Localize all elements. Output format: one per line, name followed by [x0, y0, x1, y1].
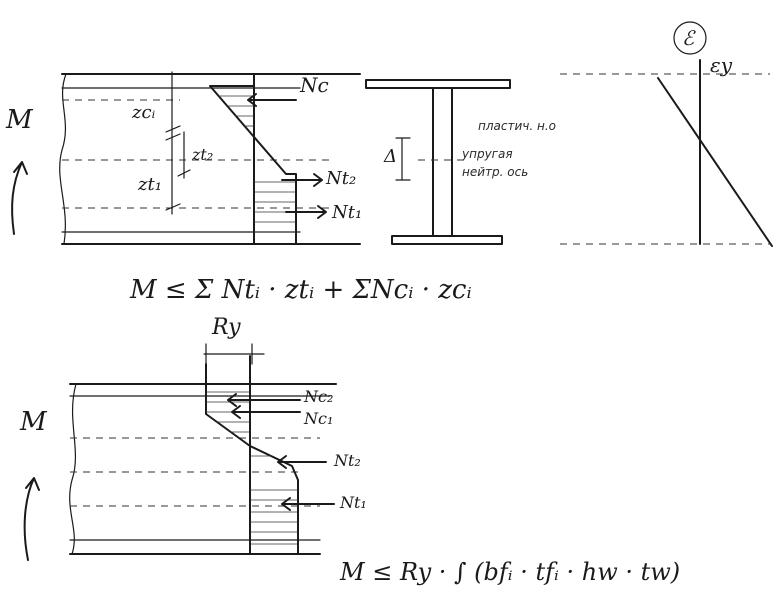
label-nt2: Nt₂: [325, 168, 356, 189]
arrow-nt1: [285, 205, 327, 219]
bottom-stress-profile: [205, 363, 299, 555]
top-compression-hatch: [218, 95, 254, 127]
arrow-nc: [247, 93, 297, 107]
strain-line: [657, 77, 773, 247]
bottom-beam-break-line: [69, 383, 77, 555]
bottom-force-arrows: [227, 393, 335, 511]
corner-mark-circle: [673, 21, 707, 55]
zt2-tick: [177, 169, 191, 177]
delta-label: Δ: [383, 146, 397, 167]
top-lever-arms: [165, 71, 191, 215]
top-beam-stress-diagram: M Nc Nt₂ Nt₁ zcᵢ zt₂ zt₁: [5, 71, 362, 245]
label-nc1: Nc₁: [303, 409, 333, 428]
bottom-formula: M ≤ Ry · ∫ (bfᵢ · tfᵢ · hw · tw): [339, 558, 680, 586]
label-nt1: Nt₁: [331, 202, 362, 223]
i-section-web: [432, 87, 453, 237]
arrow-nt2-bottom: [277, 455, 327, 469]
delta-dimension: [395, 137, 411, 181]
bottom-moment-label: M: [19, 407, 48, 437]
top-force-arrows: [247, 93, 327, 219]
arrow-nt2: [281, 173, 323, 187]
arrow-nc1: [231, 405, 301, 419]
top-stress-profile: [209, 85, 297, 245]
zc-ticks: [165, 125, 181, 141]
top-tension-hatch: [254, 181, 296, 233]
ry-dimension: [203, 343, 265, 365]
bottom-moment-arrow: [23, 477, 40, 561]
note-neutral-axis: нейтр. ось: [462, 165, 528, 179]
strain-label: εy: [710, 53, 733, 77]
label-nt1-bottom: Nt₁: [339, 493, 367, 512]
note-plastic-axis: пластич. н.о: [478, 119, 556, 133]
top-moment-arrow: [11, 161, 28, 235]
corner-mark: ℰ: [682, 26, 696, 50]
label-zt2: zt₂: [191, 145, 213, 164]
i-section: Δ пластич. н.о упругая нейтр. ось: [365, 79, 556, 245]
arrow-nc2: [227, 393, 301, 407]
label-zt1: zt₁: [137, 174, 162, 195]
i-section-bottom-flange: [391, 235, 503, 245]
label-nc: Nc: [299, 73, 329, 97]
bottom-beam-stress-diagram: Ry: [19, 315, 367, 561]
zt1-tick: [165, 203, 181, 211]
top-beam-break-line: [59, 73, 67, 245]
strain-diagram: ℰ εy: [560, 21, 773, 247]
label-nt2-bottom: Nt₂: [333, 451, 361, 470]
ry-label: Ry: [211, 315, 241, 340]
bottom-tension-hatch: [250, 455, 298, 545]
label-nc2: Nc₂: [303, 387, 333, 406]
top-moment-label: M: [5, 105, 34, 135]
label-zc: zcᵢ: [131, 102, 156, 123]
note-elastic: упругая: [461, 147, 513, 161]
arrow-nt1-bottom: [281, 497, 335, 511]
top-formula: M ≤ Σ Ntᵢ · ztᵢ + ΣNcᵢ · zcᵢ: [129, 275, 472, 305]
i-section-top-flange: [365, 79, 511, 89]
